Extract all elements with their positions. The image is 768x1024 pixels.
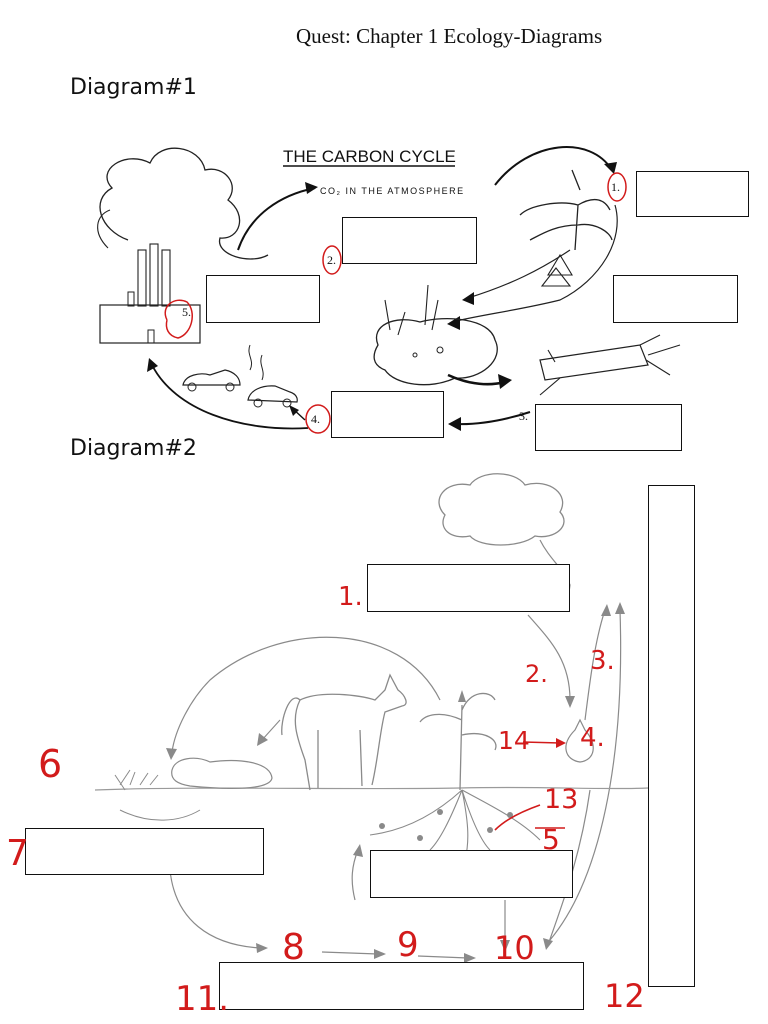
d2-hw-6: 6: [38, 745, 62, 783]
d2-hw-3: 3.: [590, 648, 615, 674]
d2-answer-box-12[interactable]: [648, 485, 695, 987]
d2-answer-box-1[interactable]: [367, 564, 570, 612]
d2-hw-7: 7: [6, 836, 29, 872]
d2-hw-1: 1.: [338, 584, 363, 610]
d2-hw-13: 13: [544, 786, 578, 813]
d2-hw-8: 8: [282, 930, 305, 966]
d2-hw-9: 9: [397, 928, 419, 962]
d2-answer-box-5[interactable]: [370, 850, 573, 898]
d2-answer-box-11[interactable]: [219, 962, 584, 1010]
d2-hw-12: 12: [604, 980, 645, 1012]
d2-answer-box-7[interactable]: [25, 828, 264, 875]
d2-hw-11: 11.: [175, 982, 229, 1016]
d2-hw-4: 4.: [580, 725, 605, 751]
d2-hw-10: 10: [494, 932, 535, 964]
d2-hw-5: 5: [542, 826, 560, 854]
d2-hw-2: 2.: [525, 662, 548, 686]
d2-hw-14: 14: [498, 728, 530, 753]
